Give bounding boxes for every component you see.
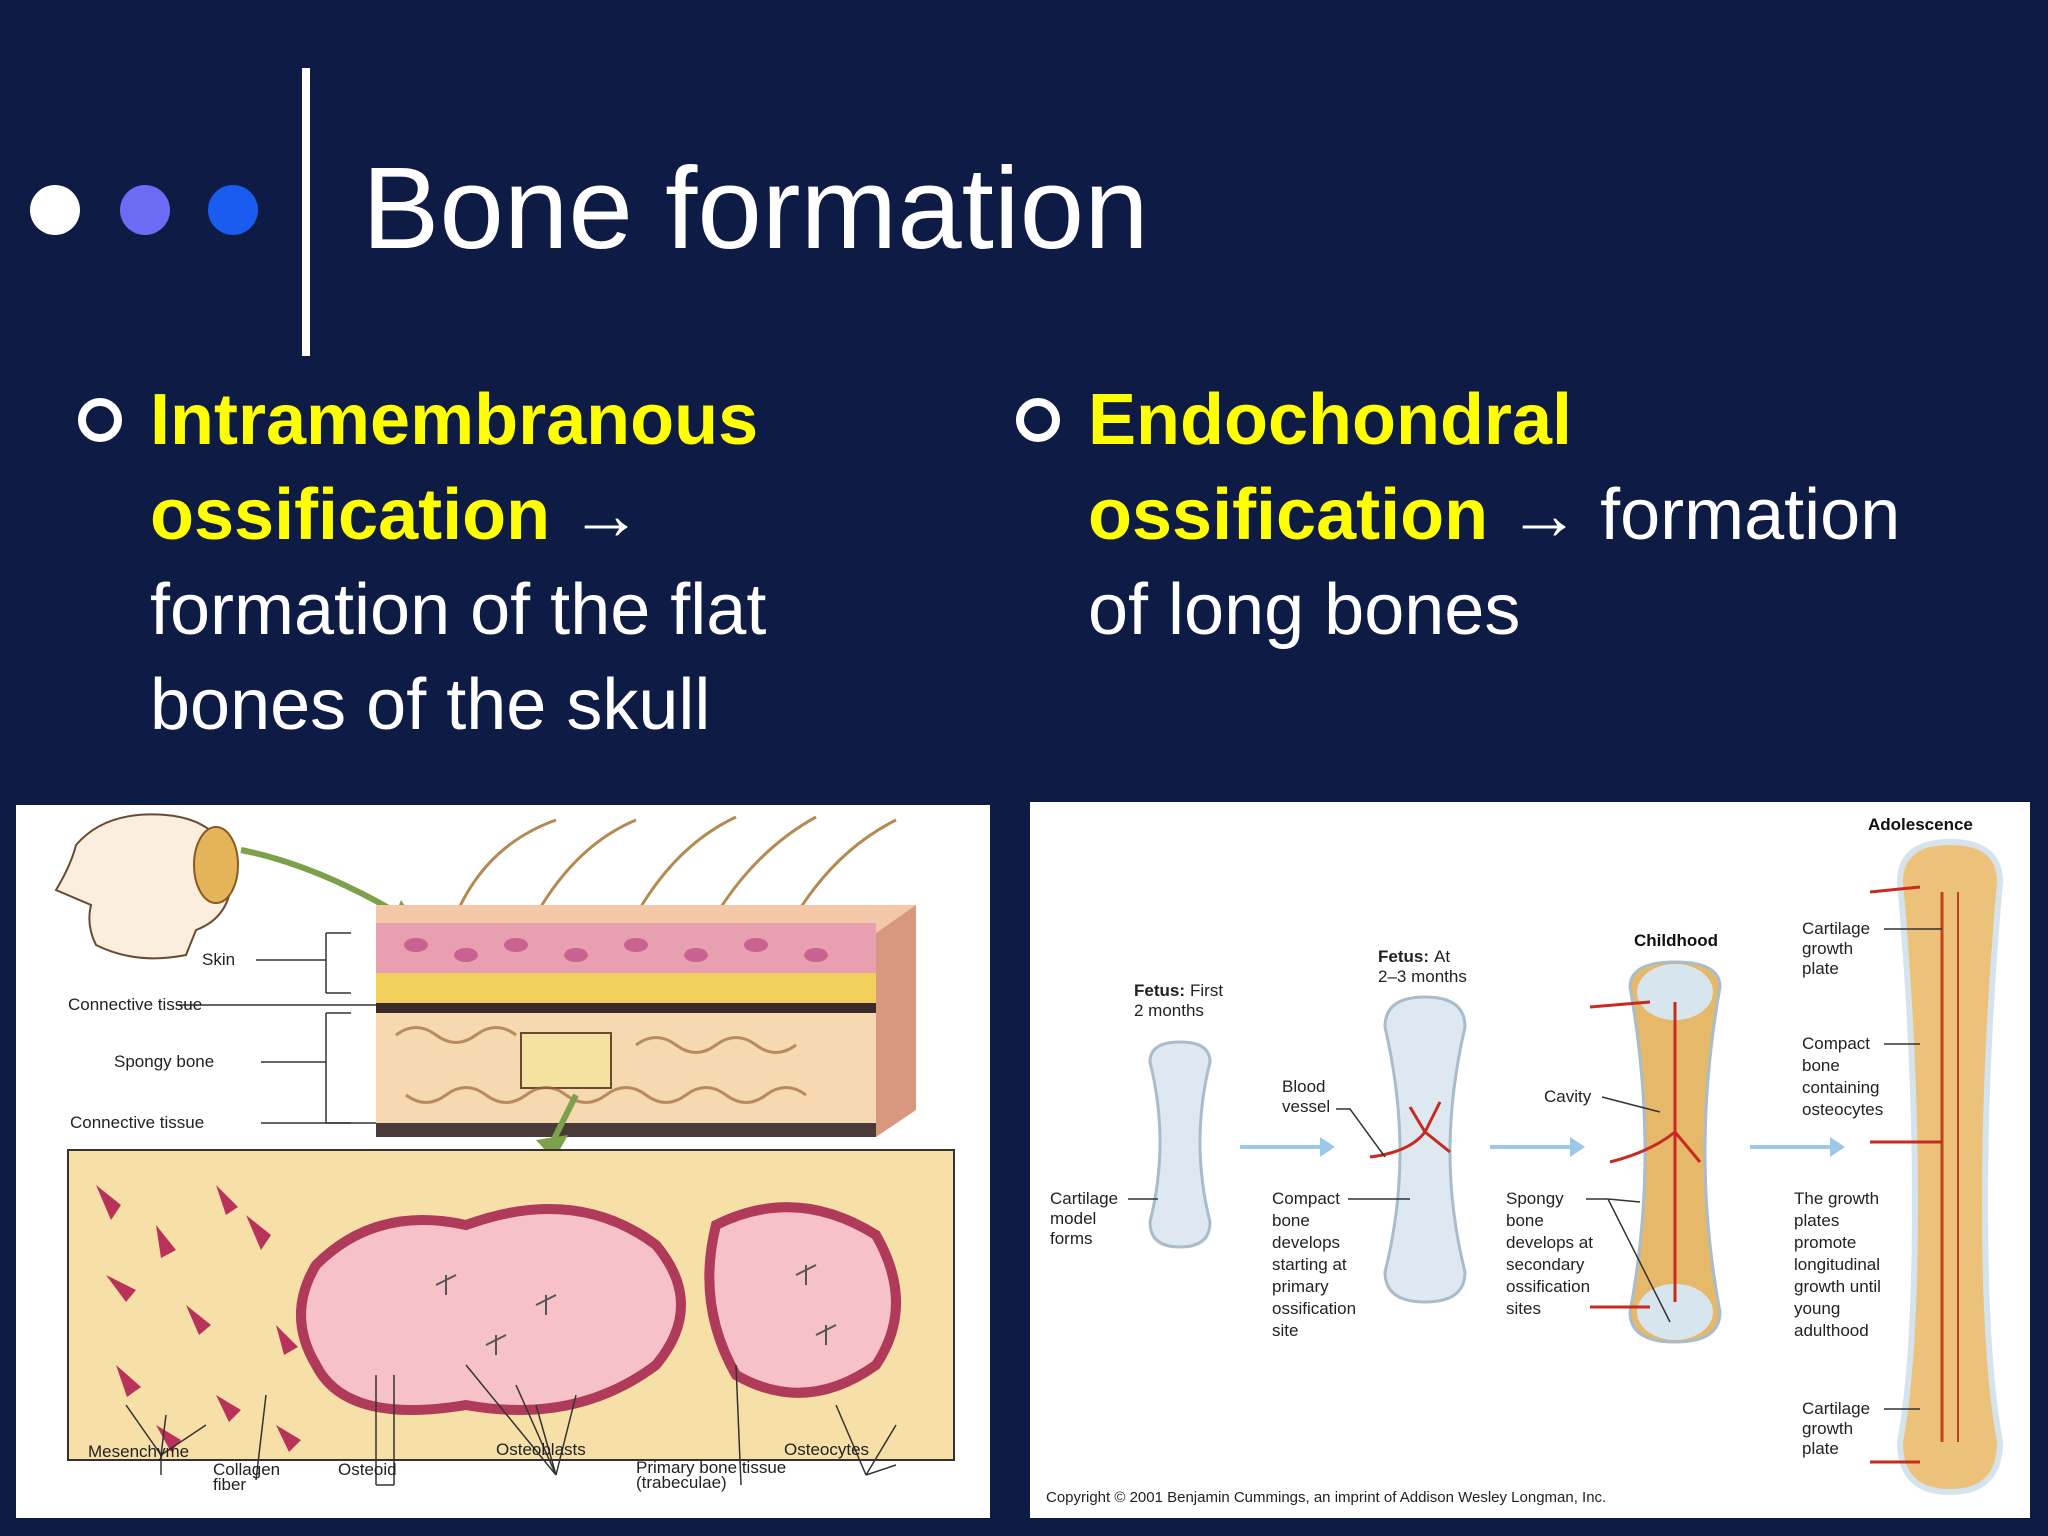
label-osteocytes: Osteocytes <box>784 1440 869 1459</box>
desc-left-line1: formation of the flat <box>150 570 767 650</box>
term-endochondral: Endochondral <box>1088 380 1572 460</box>
title-divider <box>302 68 310 356</box>
zoom-arrow-top <box>240 847 403 918</box>
stage-childhood: Childhood <box>1634 931 1718 950</box>
label-skin: Skin <box>202 950 235 969</box>
bone-adolescence <box>1896 838 2004 1496</box>
label-cavity: Cavity <box>1544 1087 1592 1106</box>
tissue-block <box>376 905 916 1137</box>
microscopic-view <box>67 1149 955 1461</box>
bullet-marker-right <box>1016 398 1060 442</box>
label-growth-plates: The growth plates promote longitudinal g… <box>1794 1189 1886 1340</box>
desc-left-line2: bones of the skull <box>150 665 711 745</box>
decorative-dots <box>30 185 270 235</box>
term-ossification-right: ossification <box>1088 475 1489 555</box>
stage-fetus2-age: 2–3 months <box>1378 967 1467 986</box>
label-spongy-bone: Spongy bone <box>114 1052 214 1071</box>
intramembranous-illustration: Skin Connective tissue Spongy bone Conne… <box>54 813 955 1494</box>
label-spongy-develops: Spongy bone develops at secondary ossifi… <box>1506 1189 1598 1318</box>
label-connective-tissue-bottom: Connective tissue <box>70 1113 204 1132</box>
term-ossification-left: ossification <box>150 475 551 555</box>
dot-blue <box>208 185 258 235</box>
label-mesenchyme: Mesenchyme <box>88 1442 189 1461</box>
right-leader-lines <box>1128 928 1942 1410</box>
progression-arrows <box>1240 1137 1845 1157</box>
stage-fetus1: Fetus:First <box>1134 981 1223 1000</box>
zoom-arrowhead-bottom <box>536 1135 568 1160</box>
label-compact-develops: Compact bone develops starting at primar… <box>1272 1189 1361 1340</box>
bone-fetus2 <box>1383 995 1467 1304</box>
endochondral-figure: Adolescence Childhood Fetus:At 2–3 month… <box>1030 802 2030 1518</box>
slide-title: Bone formation <box>362 143 1149 273</box>
blood-vessels <box>1369 885 1942 1464</box>
hair-strands <box>454 815 897 916</box>
label-collagen-fiber: fiber <box>213 1475 246 1494</box>
label-primary-bone: Primary bone tissue <box>636 1458 786 1477</box>
bullet-endochondral: Endochondral ossification → formation of… <box>1088 373 2038 658</box>
label-osteoblasts: Osteoblasts <box>496 1440 586 1459</box>
stage-adolescence: Adolescence <box>1868 815 1973 834</box>
left-leader-lines <box>176 932 376 1124</box>
arrow-left: → <box>570 475 643 555</box>
bone-fetus1 <box>1148 1040 1212 1249</box>
desc-right-line2: of long bones <box>1088 570 1521 650</box>
copyright-notice: Copyright © 2001 Benjamin Cummings, an i… <box>1046 1489 1606 1506</box>
label-trabeculae: (trabeculae) <box>636 1473 727 1492</box>
stage-fetus1-age: 2 months <box>1134 1001 1204 1020</box>
label-connective-tissue-top: Connective tissue <box>68 995 202 1014</box>
dot-violet <box>120 185 170 235</box>
arrow-right: → <box>1508 475 1581 555</box>
bullet-intramembranous: Intramembranous ossification → formation… <box>150 373 950 753</box>
intramembranous-figure: Skin Connective tissue Spongy bone Conne… <box>16 805 990 1518</box>
endochondral-illustration: Adolescence Childhood Fetus:At 2–3 month… <box>1046 815 2004 1506</box>
baby-head-icon <box>54 813 239 960</box>
dot-white <box>30 185 80 235</box>
label-osteoid: Osteoid <box>338 1460 397 1479</box>
bullet-marker-left <box>78 398 122 442</box>
stage-fetus2: Fetus:At <box>1378 947 1450 966</box>
term-intramembranous: Intramembranous <box>150 380 759 460</box>
desc-right-inline: formation <box>1600 475 1901 555</box>
label-collagen: Collagen <box>213 1460 280 1479</box>
bottom-leader-lines <box>125 1364 897 1486</box>
